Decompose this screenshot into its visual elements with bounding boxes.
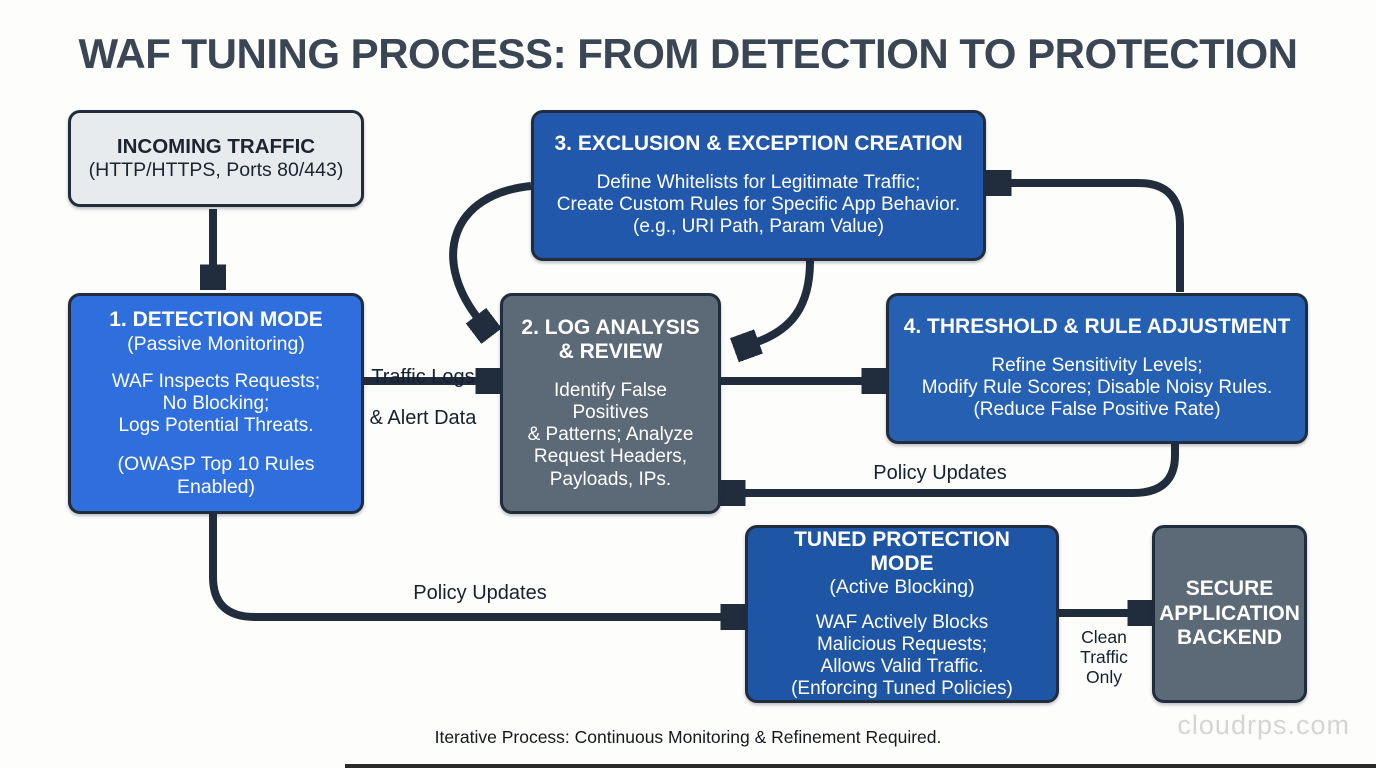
tuned-protection-body: WAF Actively Blocks Malicious Requests; … — [791, 611, 1013, 700]
detection-mode-title: 1. DETECTION MODE — [109, 308, 323, 332]
tuned-protection-title: TUNED PROTECTION MODE — [794, 527, 1010, 575]
exclusion-creation-title: 3. EXCLUSION & EXCEPTION CREATION — [554, 132, 963, 156]
incoming-traffic-subtitle: (HTTP/HTTPS, Ports 80/443) — [88, 158, 344, 181]
exclusion-creation-body: Define Whitelists for Legitimate Traffic… — [556, 171, 961, 238]
detection-mode-subtitle: (Passive Monitoring) — [127, 332, 305, 355]
label-clean-traffic-only: Clean Traffic Only — [1080, 627, 1128, 687]
secure-backend-title: SECURE APPLICATION BACKEND — [1159, 576, 1300, 650]
tuned-protection-subtitle: (Active Blocking) — [829, 576, 975, 599]
arrow-threshold-to-exclusion — [1010, 183, 1184, 292]
threshold-adjustment-body: Refine Sensitivity Levels; Modify Rule S… — [921, 354, 1273, 421]
node-log-analysis: 2. LOG ANALYSIS & REVIEW Identify False … — [500, 293, 721, 514]
node-threshold-adjustment: 4. THRESHOLD & RULE ADJUSTMENT Refine Se… — [886, 293, 1308, 444]
node-incoming-traffic: INCOMING TRAFFIC (HTTP/HTTPS, Ports 80/4… — [68, 110, 364, 207]
bottom-edge-bar — [345, 764, 1376, 768]
label-policy-updates-bottom: Policy Updates — [413, 582, 547, 604]
label-traffic-logs: Traffic Logs — [371, 366, 475, 388]
log-analysis-title: 2. LOG ANALYSIS & REVIEW — [521, 316, 700, 364]
node-detection-mode: 1. DETECTION MODE (Passive Monitoring) W… — [68, 293, 364, 514]
label-policy-updates-right: Policy Updates — [873, 462, 1007, 484]
iterative-process-caption: Iterative Process: Continuous Monitoring… — [434, 727, 942, 747]
watermark: cloudrps.com — [1177, 710, 1350, 740]
node-secure-backend: SECURE APPLICATION BACKEND — [1152, 525, 1307, 703]
detection-mode-body: WAF Inspects Requests; No Blocking; Logs… — [111, 371, 321, 437]
incoming-traffic-title: INCOMING TRAFFIC — [116, 134, 316, 158]
label-alert-data: & Alert Data — [369, 407, 477, 429]
arrow-exclusion-to-log-right — [757, 260, 814, 342]
node-exclusion-creation: 3. EXCLUSION & EXCEPTION CREATION Define… — [531, 110, 986, 261]
diagram-title: WAF TUNING PROCESS: FROM DETECTION TO PR… — [78, 30, 1298, 77]
detection-mode-footer: (OWASP Top 10 Rules Enabled) — [117, 452, 315, 498]
log-analysis-body: Identify False Positives & Patterns; Ana… — [527, 379, 694, 490]
threshold-adjustment-title: 4. THRESHOLD & RULE ADJUSTMENT — [903, 315, 1291, 339]
node-tuned-protection: TUNED PROTECTION MODE (Active Blocking) … — [745, 525, 1059, 703]
